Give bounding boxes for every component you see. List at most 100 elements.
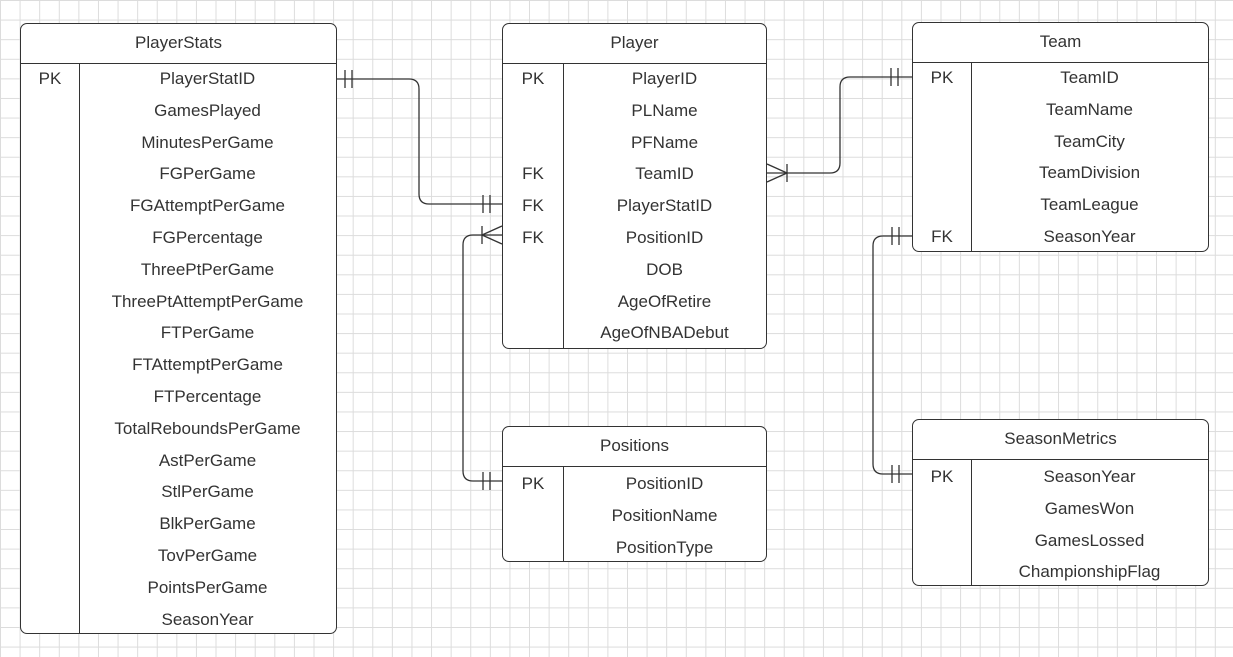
- attribute-row[interactable]: PLName: [503, 95, 766, 127]
- attribute-row[interactable]: FTAttemptPerGame: [21, 349, 336, 381]
- key-column-divider: [503, 63, 564, 348]
- attribute-row[interactable]: MinutesPerGame: [21, 127, 336, 159]
- attribute-row[interactable]: TovPerGame: [21, 540, 336, 572]
- field-name: AgeOfNBADebut: [600, 323, 729, 343]
- attribute-row[interactable]: PositionType: [503, 532, 766, 564]
- attribute-row[interactable]: FGPercentage: [21, 222, 336, 254]
- key-label: PK: [521, 69, 545, 88]
- field-name: StlPerGame: [161, 482, 254, 502]
- attribute-row[interactable]: ChampionshipFlag: [913, 556, 1208, 588]
- field-name: FGAttemptPerGame: [130, 196, 285, 216]
- key-column-divider: [21, 63, 80, 633]
- key-column-divider: [913, 459, 972, 585]
- field-name: PositionType: [615, 537, 714, 557]
- attribute-row[interactable]: DOB: [503, 254, 766, 286]
- attribute-row[interactable]: ThreePtAttemptPerGame: [21, 286, 336, 318]
- attribute-row[interactable]: ThreePtPerGame: [21, 254, 336, 286]
- field-name: TotalReboundsPerGame: [114, 418, 301, 438]
- attribute-row[interactable]: StlPerGame: [21, 476, 336, 508]
- connector-positions-player[interactable]: [462, 225, 503, 490]
- attribute-row[interactable]: AstPerGame: [21, 445, 336, 477]
- field-name: PositionName: [611, 505, 718, 525]
- field-name: PLName: [631, 100, 698, 120]
- attribute-row[interactable]: PointsPerGame: [21, 572, 336, 604]
- field-name: GamesLossed: [1034, 530, 1145, 550]
- field-name: PlayerID: [631, 69, 698, 88]
- field-name: ThreePtAttemptPerGame: [111, 291, 304, 311]
- field-name: AstPerGame: [158, 450, 257, 470]
- entity-title: Player: [503, 24, 766, 64]
- attribute-row[interactable]: PositionName: [503, 500, 766, 532]
- field-name: TeamID: [1060, 68, 1119, 87]
- entity-title: SeasonMetrics: [913, 420, 1208, 460]
- attribute-row[interactable]: PK TeamID: [913, 62, 1208, 94]
- key-column-divider: [913, 62, 972, 251]
- attribute-row[interactable]: TeamLeague: [913, 189, 1208, 221]
- attribute-row[interactable]: PK SeasonYear: [913, 461, 1208, 493]
- key-label: FK: [522, 196, 544, 216]
- connector-seasonmetrics-team[interactable]: [872, 227, 912, 483]
- attribute-row[interactable]: FTPerGame: [21, 317, 336, 349]
- entity-title: Team: [913, 23, 1208, 63]
- field-name: DOB: [646, 259, 683, 279]
- attribute-row[interactable]: GamesPlayed: [21, 95, 336, 127]
- attribute-row[interactable]: FTPercentage: [21, 381, 336, 413]
- attribute-row[interactable]: PFName: [503, 127, 766, 159]
- connector-playerstats-player[interactable]: [337, 70, 502, 213]
- connector-team-player[interactable]: [766, 68, 912, 183]
- key-column-divider: [503, 466, 564, 561]
- field-name: FGPercentage: [152, 228, 263, 247]
- field-name: GamesWon: [1044, 498, 1135, 518]
- entity-title: PlayerStats: [21, 24, 336, 64]
- field-name: GamesPlayed: [154, 100, 261, 120]
- field-name: AgeOfRetire: [617, 291, 712, 311]
- field-name: TeamID: [635, 164, 694, 184]
- field-name: TeamName: [1046, 99, 1133, 119]
- field-name: FTPerGame: [160, 323, 255, 343]
- attribute-row[interactable]: GamesWon: [913, 493, 1208, 525]
- field-name: TeamCity: [1054, 131, 1125, 151]
- field-name: TeamLeague: [1040, 195, 1139, 215]
- attribute-row[interactable]: TeamCity: [913, 126, 1208, 158]
- key-label: PK: [930, 68, 954, 87]
- field-name: TeamDivision: [1038, 163, 1141, 183]
- attribute-row[interactable]: FGAttemptPerGame: [21, 190, 336, 222]
- key-label: PK: [38, 69, 62, 88]
- entity-title: Positions: [503, 427, 766, 467]
- field-name: ChampionshipFlag: [1018, 562, 1161, 582]
- attribute-row[interactable]: GamesLossed: [913, 525, 1208, 557]
- key-label: PK: [930, 467, 954, 486]
- key-label: FK: [931, 227, 953, 246]
- attribute-row[interactable]: AgeOfRetire: [503, 286, 766, 318]
- field-name: PointsPerGame: [147, 577, 268, 597]
- attribute-row[interactable]: TeamDivision: [913, 157, 1208, 189]
- attribute-row[interactable]: AgeOfNBADebut: [503, 317, 766, 349]
- key-label: FK: [522, 228, 544, 247]
- field-name: BlkPerGame: [159, 514, 256, 534]
- field-name: SeasonYear: [161, 609, 254, 629]
- attribute-row[interactable]: SeasonYear: [21, 604, 336, 636]
- attribute-row[interactable]: PK PlayerID: [503, 63, 766, 95]
- field-name: FGPerGame: [159, 164, 256, 184]
- field-name: SeasonYear: [1043, 467, 1136, 486]
- attribute-row[interactable]: BlkPerGame: [21, 508, 336, 540]
- attribute-row[interactable]: TotalReboundsPerGame: [21, 413, 336, 445]
- attribute-row[interactable]: FGPerGame: [21, 158, 336, 190]
- attribute-row[interactable]: TeamName: [913, 94, 1208, 126]
